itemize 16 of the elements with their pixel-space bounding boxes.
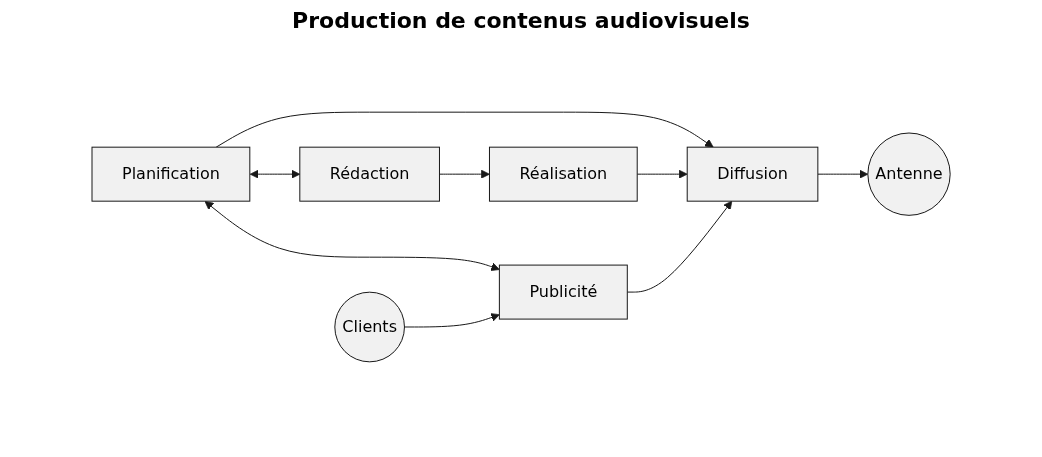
node-box: Planification [91, 146, 251, 202]
arrow [636, 169, 688, 179]
node-box: Rédaction [299, 146, 440, 202]
arrow [249, 169, 301, 179]
arrow [817, 169, 869, 179]
node-box: Diffusion [686, 146, 819, 202]
arrow [438, 169, 490, 179]
arrow [215, 111, 714, 148]
node-box: Publicité [498, 264, 628, 320]
node-circle: Clients [334, 291, 405, 363]
arrow [626, 200, 733, 293]
arrow [204, 201, 500, 271]
node-circle: Antenne [867, 132, 951, 216]
arrow [403, 313, 500, 328]
diagram-title: Production de contenus audiovisuels [291, 8, 751, 33]
node-box: Réalisation [488, 146, 638, 202]
